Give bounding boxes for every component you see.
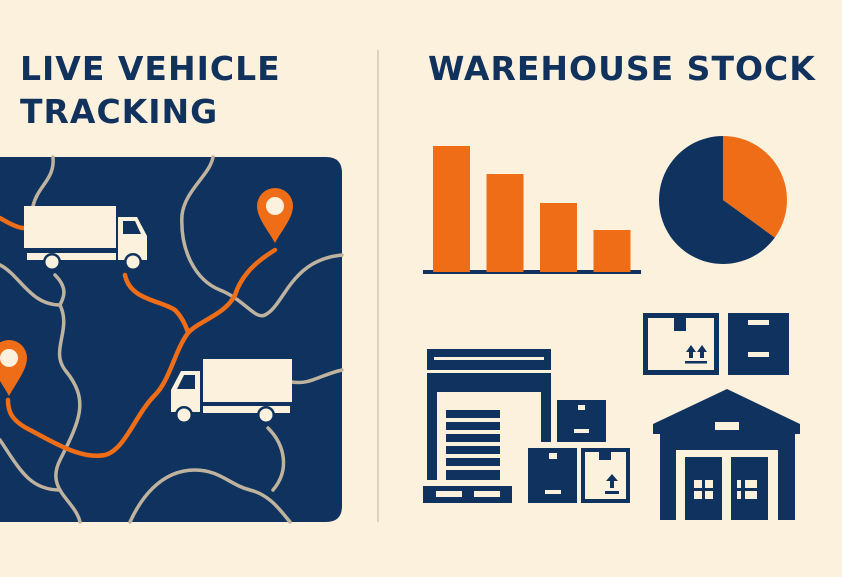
roads <box>0 155 344 524</box>
cabinet-box-icon <box>728 313 789 375</box>
box-this-side-up-icon <box>581 448 630 503</box>
map <box>0 155 344 524</box>
routes <box>0 215 278 459</box>
warehouse-icon <box>653 389 800 520</box>
bar <box>486 174 524 272</box>
bar <box>593 230 631 272</box>
title-warehouse-stock: WAREHOUSE STOCK <box>428 49 816 88</box>
truck-icon <box>24 206 147 271</box>
pie-chart <box>659 136 787 265</box>
truck-icon <box>171 359 292 424</box>
bar <box>433 146 470 272</box>
box-this-side-up-icon <box>643 313 719 375</box>
bar-chart <box>423 146 641 274</box>
bar <box>540 203 577 272</box>
location-pin-icon <box>257 188 293 243</box>
loading-dock-icon <box>423 349 551 503</box>
location-pin-icon <box>0 340 27 396</box>
pie-slice <box>659 136 775 265</box>
box-icon <box>557 400 606 442</box>
title-live-vehicle: LIVE VEHICLE <box>20 49 281 88</box>
bar-chart-baseline <box>423 270 641 274</box>
map-background <box>0 157 342 522</box>
pie-slice <box>723 136 787 238</box>
box-icon <box>528 448 577 503</box>
title-tracking: TRACKING <box>20 92 218 131</box>
